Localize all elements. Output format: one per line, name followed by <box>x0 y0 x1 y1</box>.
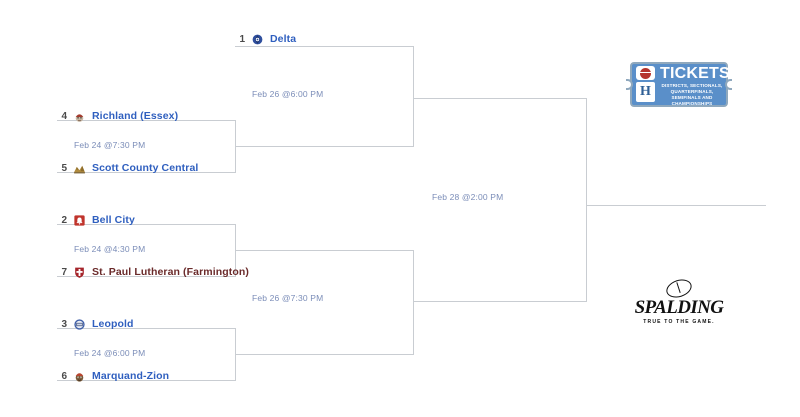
seed-number: 5 <box>61 162 67 174</box>
seed-number: 2 <box>61 214 67 226</box>
bracket-line-r1g3-bottom <box>57 380 235 381</box>
team-row-bell-city[interactable]: 2 Bell City <box>57 212 135 228</box>
seed-number: 3 <box>61 318 67 330</box>
team-row-delta[interactable]: 1 Delta <box>235 31 296 47</box>
bracket-line-r1g2-top <box>57 224 235 225</box>
bracket-line-sf1-right <box>413 46 414 147</box>
bracket-line-r1g3-top <box>57 328 235 329</box>
gametime-round1-game1: Feb 24 @7:30 PM <box>74 140 146 150</box>
bracket-line-champion-exit <box>586 205 766 206</box>
seed-number: 6 <box>61 370 67 382</box>
team-name: Richland (Essex) <box>92 110 179 122</box>
marquand-zion-mascot-icon <box>75 372 84 382</box>
bracket-line-sf2-bottom <box>235 354 414 355</box>
bracket-line-r1g2-bottom <box>57 276 235 277</box>
spalding-sponsor-logo: SPALDING TRUE TO THE GAME. <box>627 276 731 325</box>
scott-county-mascot-icon <box>74 165 85 173</box>
leopold-mascot-icon <box>74 318 85 330</box>
bracket-line-r1g1-bottom <box>57 172 235 173</box>
mshsaa-emblem: H <box>635 66 657 103</box>
bell-city-mascot-icon <box>74 214 85 226</box>
gametime-championship: Feb 28 @2:00 PM <box>432 192 504 202</box>
tickets-notch-left <box>626 79 633 90</box>
team-name: St. Paul Lutheran (Farmington) <box>92 266 249 278</box>
bracket-line-sf2-top <box>235 250 414 251</box>
gametime-semifinal-game1: Feb 26 @6:00 PM <box>252 89 324 99</box>
team-name: Scott County Central <box>92 162 199 174</box>
bracket-line-final-right <box>586 98 587 302</box>
team-row-richland-essex[interactable]: 4 Richland (Essex) <box>57 108 178 124</box>
tickets-subtitle: DISTRICTS, SECTIONALS, QUARTERFINALS, SE… <box>661 83 723 106</box>
seed-number: 7 <box>61 266 67 278</box>
bracket-line-final-bottom <box>413 301 586 302</box>
tickets-notch-right <box>725 79 732 90</box>
team-row-marquand-zion[interactable]: 6 Marquand-Zion <box>57 368 169 384</box>
tickets-banner-ad[interactable]: H TICKETS DISTRICTS, SECTIONALS, QUARTER… <box>626 62 732 107</box>
richland-mascot-icon <box>75 113 84 122</box>
team-name: Delta <box>270 33 297 45</box>
bracket-line-sf1-bottom <box>235 146 414 147</box>
spalding-tagline: TRUE TO THE GAME. <box>643 319 715 325</box>
team-name: Bell City <box>92 214 135 226</box>
seed-number: 4 <box>61 110 67 122</box>
seed-number: 1 <box>239 33 245 45</box>
team-name: Leopold <box>92 318 134 330</box>
bracket-line-final-top <box>413 98 586 99</box>
bracket-line-r1g1-top <box>57 120 235 121</box>
bracket-line-sf1-top <box>235 46 414 47</box>
team-row-st-paul-lutheran[interactable]: 7 St. Paul Lutheran (Farmington) <box>57 264 249 280</box>
basketball-icon <box>636 66 655 80</box>
team-row-leopold[interactable]: 3 Leopold <box>57 316 134 332</box>
team-row-scott-county-central[interactable]: 5 Scott County Central <box>57 160 198 176</box>
st-paul-lutheran-cross-icon <box>75 267 84 278</box>
tickets-title: TICKETS <box>660 65 730 82</box>
spalding-wordmark: SPALDING <box>634 297 724 318</box>
emblem-letter: H <box>636 82 655 102</box>
bracket-line-sf2-right <box>413 250 414 355</box>
team-name: Marquand-Zion <box>92 370 170 382</box>
gametime-semifinal-game2: Feb 26 @7:30 PM <box>252 293 324 303</box>
gametime-round1-game3: Feb 24 @6:00 PM <box>74 348 146 358</box>
gametime-round1-game2: Feb 24 @4:30 PM <box>74 244 146 254</box>
delta-mascot-icon <box>252 34 263 44</box>
